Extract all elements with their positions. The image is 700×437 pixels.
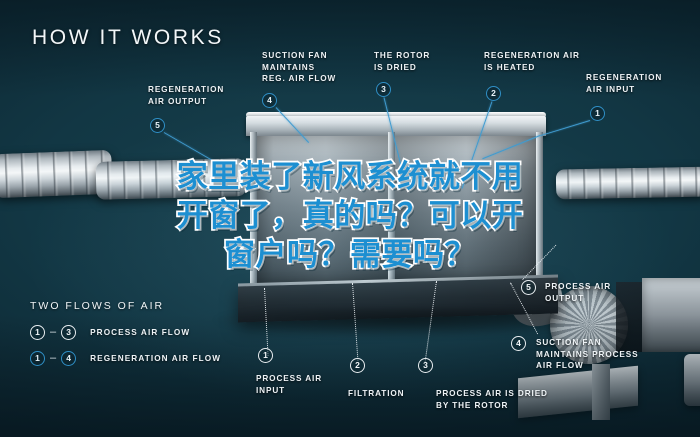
cabinet-body (250, 136, 700, 420)
callout-badge-1-regeneration-air-input[interactable]: 1 (590, 106, 605, 121)
callout-badge-3-rotor-is-dried[interactable]: 3 (376, 82, 391, 97)
callout-label-process-air-dried: PROCESS AIR IS DRIED BY THE ROTOR (436, 389, 548, 410)
frame-post-left (250, 132, 257, 288)
page-title: HOW IT WORKS (32, 26, 224, 49)
callout-label-suction-fan-reg-air-flow: SUCTION FAN MAINTAINS REG. AIR FLOW (262, 51, 337, 83)
legend-row-regeneration-air-flow: 1 – 4 REGENERATION AIR FLOW (30, 351, 221, 366)
callout-badge-4-suction-fan-process-air-flow[interactable]: 4 (511, 336, 526, 351)
callout-badge-1-process-air-input[interactable]: 1 (258, 348, 273, 363)
internal-support-column (592, 364, 610, 420)
callout-label-regeneration-air-output: REGENERATION AIR OUTPUT (148, 85, 225, 106)
callout-label-process-air-output: PROCESS AIR OUTPUT (545, 282, 612, 303)
legend: TWO FLOWS OF AIR 1 – 3 PROCESS AIR FLOW … (30, 300, 221, 377)
legend-badge-to-4: 4 (61, 351, 77, 366)
legend-dash-1: – (50, 326, 57, 338)
callout-label-regeneration-air-heated: REGENERATION AIR IS HEATED (484, 51, 580, 72)
callout-label-filtration: FILTRATION (348, 389, 405, 398)
callout-badge-3-process-air-dried[interactable]: 3 (418, 358, 433, 373)
duct-right (555, 166, 700, 200)
callout-badge-5-regeneration-air-output[interactable]: 5 (150, 118, 165, 133)
callout-badge-5-process-air-output[interactable]: 5 (521, 280, 536, 295)
legend-badge-from-1: 1 (30, 325, 45, 340)
callout-badge-2-regeneration-air-heated[interactable]: 2 (486, 86, 501, 101)
legend-title: TWO FLOWS OF AIR (30, 300, 165, 312)
legend-row-process-air-flow: 1 – 3 PROCESS AIR FLOW (30, 325, 221, 340)
callout-label-suction-fan-process-air-flow: SUCTION FAN MAINTAINS PROCESS AIR FLOW (536, 338, 639, 370)
cabinet-top-panel (246, 116, 546, 136)
callout-badge-4-suction-fan-reg-air-flow[interactable]: 4 (262, 93, 277, 108)
callout-label-process-air-input: PROCESS AIR INPUT (256, 374, 323, 395)
callout-label-regeneration-air-input: REGENERATION AIR INPUT (586, 73, 663, 94)
legend-label-process-air-flow: PROCESS AIR FLOW (90, 328, 191, 337)
frame-post-middle (388, 132, 395, 284)
legend-label-regeneration-air-flow: REGENERATION AIR FLOW (90, 354, 222, 363)
internal-panel-a (642, 278, 700, 352)
legend-badge-to-3: 3 (61, 325, 77, 340)
suction-fan-housing (684, 354, 700, 406)
callout-badge-2-filtration[interactable]: 2 (350, 358, 365, 373)
duct-left-near (95, 158, 247, 200)
legend-badge-from-1-blue: 1 (30, 351, 45, 366)
callout-label-rotor-is-dried: THE ROTOR IS DRIED (374, 51, 431, 72)
legend-dash-2: – (50, 352, 57, 364)
